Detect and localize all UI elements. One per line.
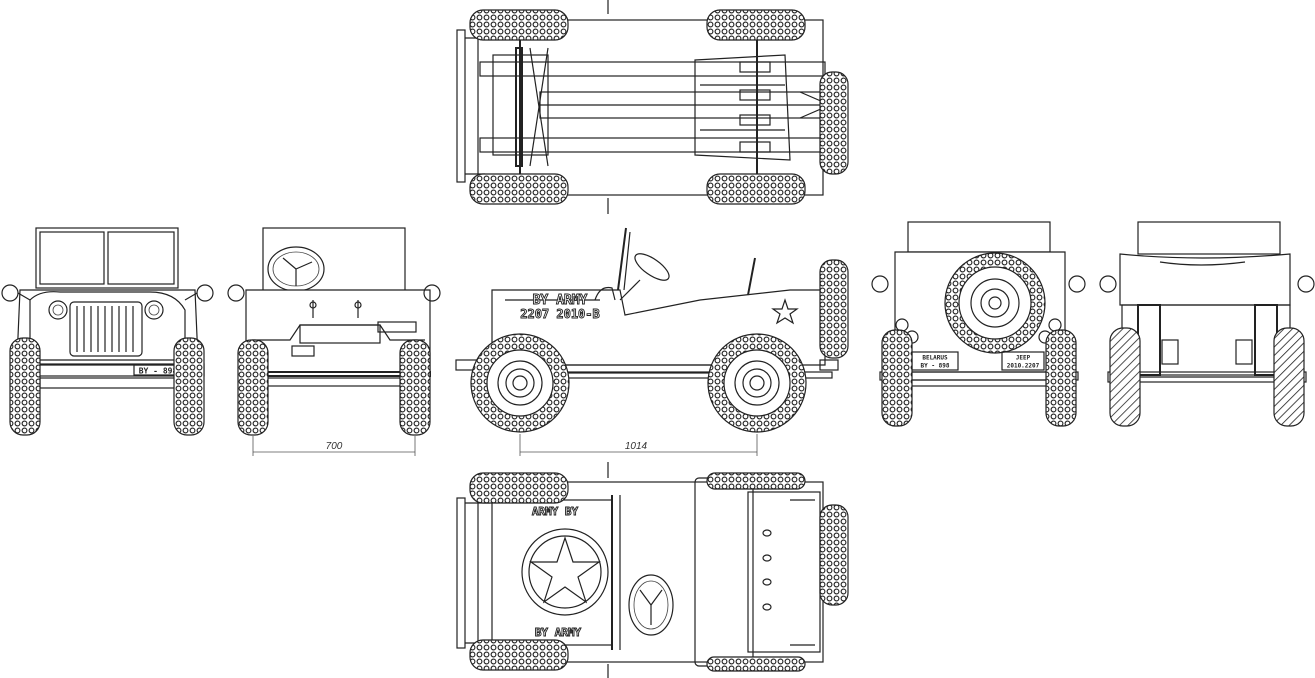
rear-view: BELARUS BY - 898 JEEP 2010.2207 bbox=[871, 221, 1086, 427]
front-view: BY - 898 bbox=[1, 227, 214, 436]
side-marking-line1: BY ARMY bbox=[533, 293, 588, 308]
rear-plate-left-line2: BY - 898 bbox=[921, 363, 950, 370]
hood-marking-top: ARMY BY bbox=[532, 505, 579, 518]
rear-plate-right-line1: JEEP bbox=[1016, 355, 1031, 362]
rear-inside-view: 700 bbox=[227, 227, 441, 456]
side-marking-line2: 2207 2010-B bbox=[520, 307, 599, 321]
side-view: BY ARMY 2207 2010-B 1014 bbox=[455, 227, 849, 456]
hood-marking-bottom: BY ARMY bbox=[535, 626, 582, 639]
chassis-top-view bbox=[456, 0, 849, 214]
hood-top-view: ARMY BY BY ARMY bbox=[456, 462, 849, 678]
front-underside-view bbox=[1099, 221, 1315, 427]
rear-plate-left-line1: BELARUS bbox=[922, 355, 948, 362]
track-dimension-label: 700 bbox=[326, 441, 343, 452]
rear-plate-right-line2: 2010.2207 bbox=[1007, 363, 1040, 370]
wheelbase-dimension-label: 1014 bbox=[625, 441, 648, 452]
front-plate-text: BY - 898 bbox=[139, 367, 178, 376]
